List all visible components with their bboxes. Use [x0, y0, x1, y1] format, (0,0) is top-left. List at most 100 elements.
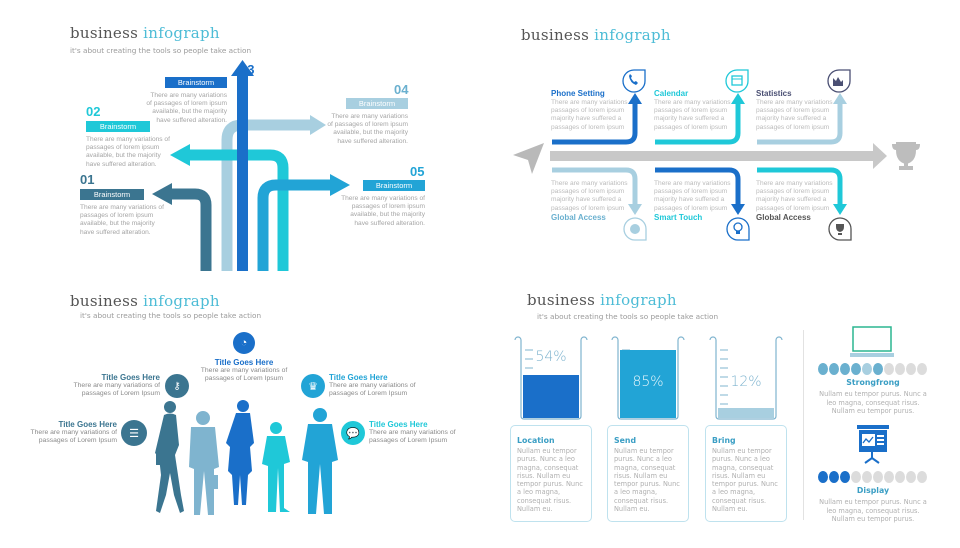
divider [803, 330, 804, 520]
q2-label-calendar: Calendar [654, 89, 689, 98]
arrow-02-head [170, 144, 190, 166]
rating-dot-filled [862, 363, 872, 375]
q3-title: business infograph [70, 292, 220, 310]
q3-title-5: Title Goes Here [369, 420, 428, 429]
rating-dot-filled [829, 363, 839, 375]
bulb-icon [726, 217, 750, 241]
q2-desc-statistics: There are many variations passages of lo… [756, 99, 833, 131]
q1-desc-05: There are many variations of passages of… [341, 195, 425, 227]
dashboard-icon: ◔ [233, 332, 255, 354]
q1-title: business infograph [70, 24, 220, 42]
q1-desc-04: There are many variations of passages of… [327, 113, 408, 145]
rating-desc-1: Nullam eu tempor purus. Nunc a leo magna… [819, 390, 927, 416]
rating-dot-empty [884, 363, 894, 375]
card-body: Nullam eu tempor purus. Nunc a leo magna… [712, 447, 778, 514]
card-title: Location [517, 436, 555, 445]
arrow-05 [257, 179, 332, 271]
rating-dot-filled [840, 471, 850, 483]
q1-tag-04[interactable]: Brainstorm [346, 98, 408, 109]
q2-desc-global1: There are many variations passages of lo… [551, 180, 628, 212]
q3-title-3: Title Goes Here [214, 358, 274, 367]
rating-dot-empty [895, 363, 905, 375]
arrow-02 [188, 149, 289, 271]
q1-tag-05[interactable]: Brainstorm [363, 180, 425, 191]
q3-desc-4: There are many variations of passages of… [329, 382, 416, 398]
q3-title-4: Title Goes Here [329, 373, 388, 382]
q1-subtitle: it's about creating the tools so people … [70, 46, 252, 55]
rating-dot-filled [840, 363, 850, 375]
q2-desc-calendar: There are many variations passages of lo… [654, 99, 731, 131]
arrow-01 [170, 188, 212, 271]
paper-plane-icon [513, 143, 544, 174]
q3-desc-3: There are many variations of passages of… [200, 367, 288, 383]
beaker-fill [620, 350, 676, 418]
title-word1: business [70, 292, 139, 310]
q1-num-05: 05 [410, 164, 425, 179]
rating-desc-2: Nullam eu tempor purus. Nunc a leo magna… [819, 498, 927, 524]
title-word2: infograph [594, 26, 671, 44]
rating-label-1: Strongfrong [846, 378, 900, 387]
goal-trophy-icon [892, 142, 920, 170]
q1-num-02: 02 [86, 104, 101, 119]
q1-num-04: 04 [394, 82, 409, 97]
presentation-icon [857, 425, 889, 464]
q1-tag-01[interactable]: Brainstorm [80, 189, 144, 200]
info-card: Location Nullam eu tempor purus. Nunc a … [510, 425, 592, 522]
rating-dot-filled [818, 363, 828, 375]
person-man-3 [302, 408, 338, 514]
q1-num-01: 01 [80, 172, 95, 187]
rating-dot-empty [917, 363, 927, 375]
person-woman-1 [155, 401, 184, 513]
q2-title: business infograph [521, 26, 671, 44]
info-card: Bring Nullam eu tempor purus. Nunc a leo… [705, 425, 787, 522]
title-word1: business [70, 24, 139, 42]
key-icon: ⚷ [165, 374, 189, 398]
beaker [706, 334, 786, 424]
rating-dot-empty [884, 471, 894, 483]
rating-label-2: Display [856, 486, 890, 495]
q2-desc-global2: There are many variations passages of lo… [756, 180, 833, 212]
rating-dot-filled [829, 471, 839, 483]
title-word1: business [527, 291, 596, 309]
q3-desc-2: There are many variations of passages of… [73, 382, 160, 398]
laptop-icon [850, 326, 894, 357]
person-man-1 [189, 411, 219, 515]
rating-dot-empty [895, 471, 905, 483]
globe-icon [623, 217, 647, 241]
beaker [608, 334, 688, 424]
q1-tag-03[interactable]: Brainstorm [165, 77, 227, 88]
arrow-04-head [310, 115, 326, 135]
q1-tag-02[interactable]: Brainstorm [86, 121, 150, 132]
q1-desc-03: There are many variations of passages of… [146, 92, 227, 124]
q3-title-1: Title Goes Here [58, 420, 117, 429]
phone-icon [622, 69, 646, 93]
connector-global1 [552, 167, 638, 206]
rating-dot-empty [851, 471, 861, 483]
title-word2: infograph [143, 292, 220, 310]
card-body: Nullam eu tempor purus. Nunc a leo magna… [517, 447, 583, 514]
beaker-percent: 12% [730, 374, 762, 390]
q3-subtitle: it's about creating the tools so people … [80, 311, 262, 320]
main-bar [550, 151, 875, 161]
title-word2: infograph [143, 24, 220, 42]
arrow-03 [237, 72, 248, 271]
q4-title: business infograph [527, 291, 677, 309]
connector-smart [655, 167, 741, 206]
connector-calendar [655, 102, 741, 145]
q2-diagram [513, 69, 920, 241]
beaker-fill [523, 375, 579, 418]
q2-label-global1: Global Access [551, 213, 606, 222]
chart-icon [827, 69, 851, 93]
trophy-small-icon [828, 217, 852, 241]
rating-dots-2 [818, 471, 927, 483]
q1-num-03: 03 [240, 62, 255, 77]
q3-title-2: Title Goes Here [101, 373, 160, 382]
q1-arrows [152, 60, 350, 271]
arrow-03-head [231, 60, 254, 76]
q2-label-smart: Smart Touch [654, 213, 703, 222]
connector-statistics [757, 102, 843, 145]
q3-desc-1: There are many variations of passages of… [30, 429, 117, 445]
people-silhouettes [155, 400, 338, 515]
connector-global2 [757, 167, 843, 206]
q3-desc-5: There are many variations of passages of… [369, 429, 456, 445]
